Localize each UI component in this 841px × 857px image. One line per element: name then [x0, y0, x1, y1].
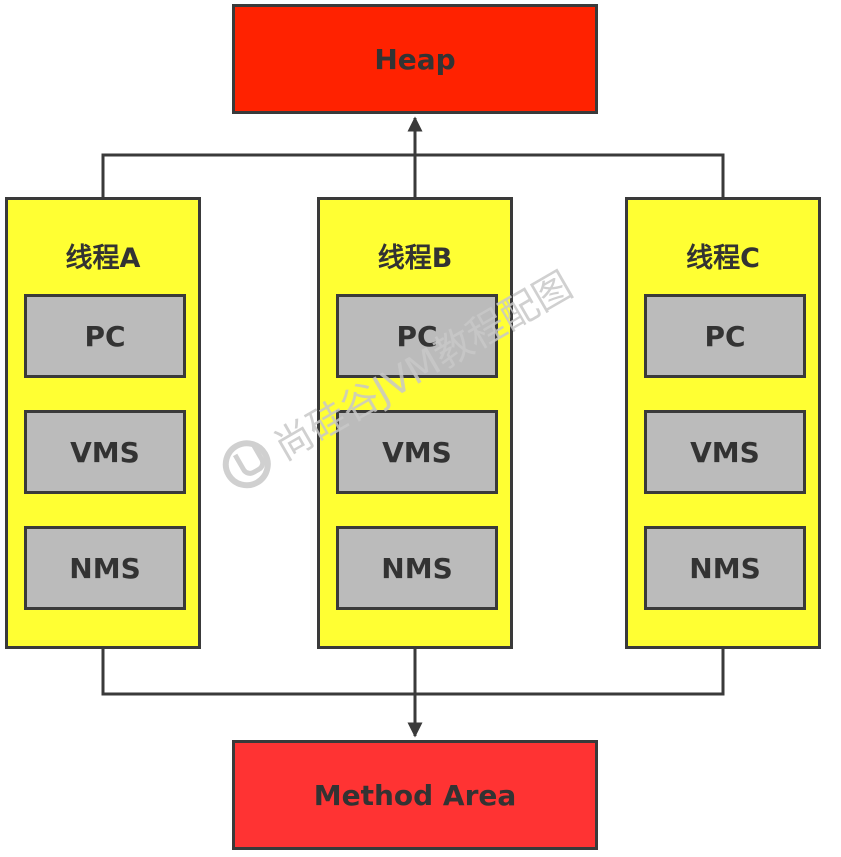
thread-c-pc: PC	[644, 294, 806, 378]
bottom-connector	[101, 649, 725, 696]
thread-b-pc-label: PC	[396, 319, 438, 353]
method-area-box: Method Area	[232, 740, 598, 850]
thread-a-label: 线程A	[65, 243, 141, 274]
thread-a-pc: PC	[24, 294, 186, 378]
thread-c-box: 线程C PC VMS NMS	[625, 197, 821, 649]
heap-box: Heap	[232, 4, 598, 114]
thread-a-vms: VMS	[24, 410, 186, 494]
thread-c-vms-label: VMS	[690, 435, 760, 469]
thread-c-nms: NMS	[644, 526, 806, 610]
thread-b-box: 线程B PC VMS NMS	[317, 197, 513, 649]
thread-b-label: 线程B	[377, 243, 453, 274]
heap-label: Heap	[374, 42, 456, 76]
thread-b-pc: PC	[336, 294, 498, 378]
thread-a-box: 线程A PC VMS NMS	[5, 197, 201, 649]
thread-a-nms-label: NMS	[69, 551, 141, 585]
thread-a-nms: NMS	[24, 526, 186, 610]
method-area-label: Method Area	[313, 778, 517, 812]
thread-c-nms-label: NMS	[689, 551, 761, 585]
thread-a-pc-label: PC	[84, 319, 126, 353]
thread-b-nms-label: NMS	[381, 551, 453, 585]
thread-c-label: 线程C	[686, 243, 760, 274]
top-connector	[101, 153, 725, 197]
thread-b-vms: VMS	[336, 410, 498, 494]
thread-c-pc-label: PC	[704, 319, 746, 353]
thread-b-vms-label: VMS	[382, 435, 452, 469]
thread-c-vms: VMS	[644, 410, 806, 494]
thread-b-nms: NMS	[336, 526, 498, 610]
thread-a-vms-label: VMS	[70, 435, 140, 469]
